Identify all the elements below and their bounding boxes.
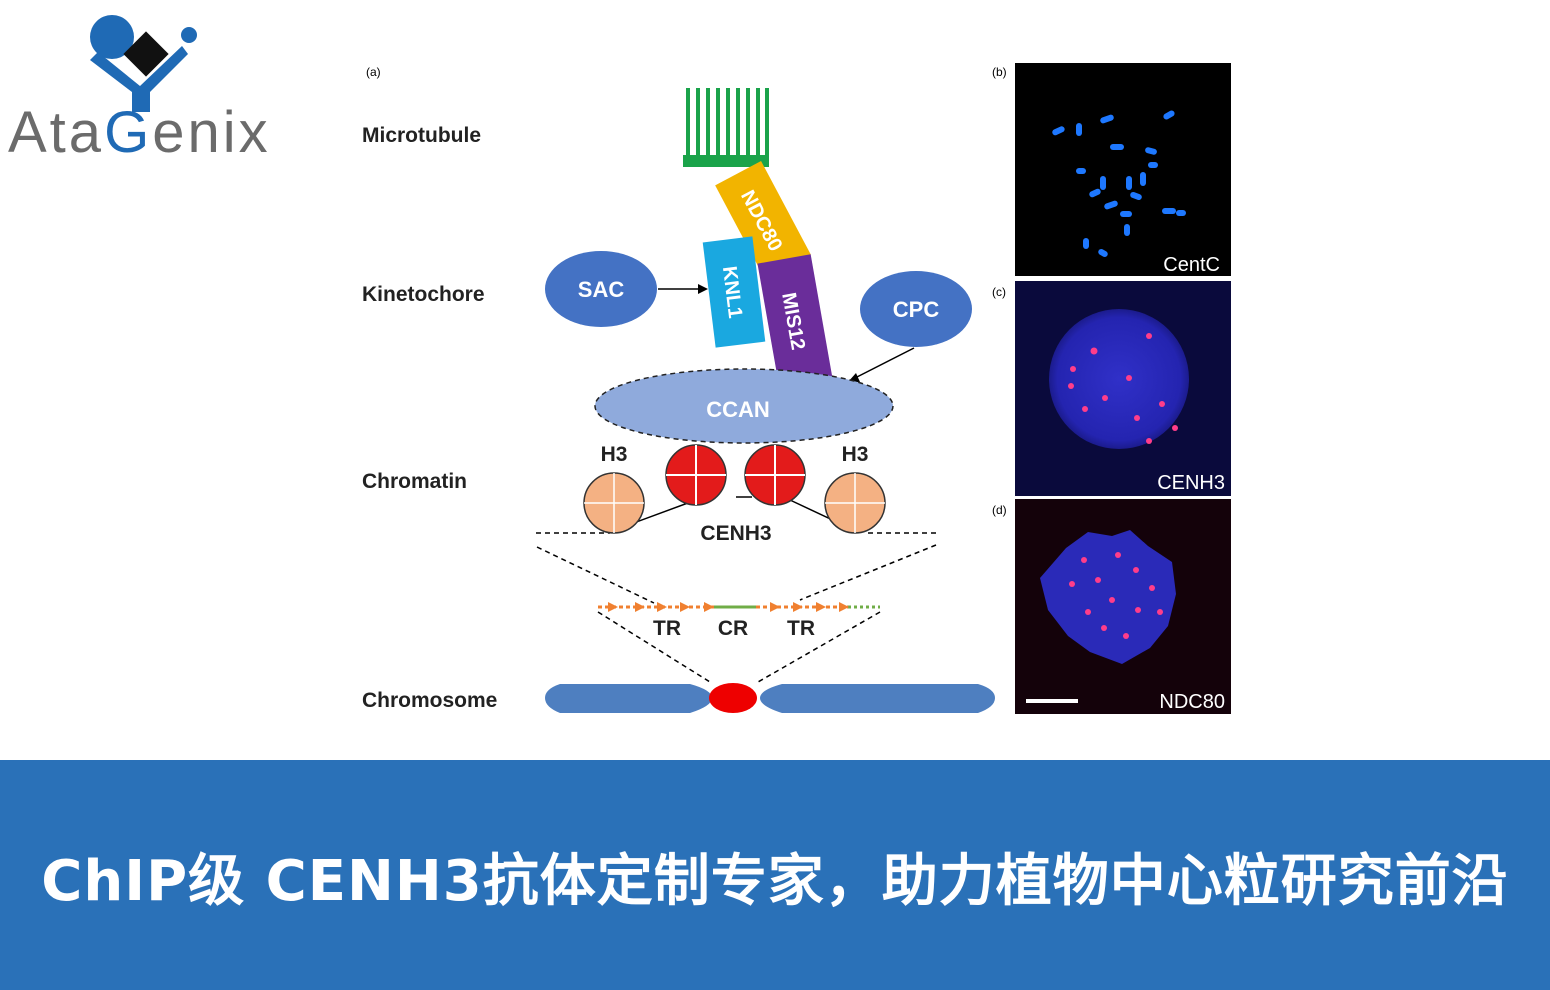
tr-label-right: TR bbox=[787, 617, 815, 640]
micrograph-centc: CentC bbox=[1015, 63, 1231, 276]
chromosome bbox=[545, 683, 995, 713]
ndc80-block: NDC80 bbox=[715, 160, 811, 280]
cenh3-label: CENH3 bbox=[700, 522, 771, 545]
kinetochore-diagram: (a) Microtubule Kinetochore Chromatin Ch… bbox=[362, 65, 995, 713]
zoom-lines-lower bbox=[597, 611, 881, 683]
logo-y-shape bbox=[90, 46, 188, 112]
knl1-block: KNL1 bbox=[702, 236, 766, 348]
microtubule-comb bbox=[683, 88, 769, 167]
zoom-lines-upper bbox=[536, 544, 937, 604]
centc-label: CentC bbox=[1163, 254, 1220, 276]
tr-label-left: TR bbox=[653, 617, 681, 640]
brand-wordmark: AtaGenix bbox=[8, 100, 271, 165]
panel-label-b: (b) bbox=[992, 65, 1007, 79]
logo-black-diamond bbox=[123, 31, 169, 77]
label-chromosome: Chromosome bbox=[362, 689, 497, 712]
h3-label-right: H3 bbox=[842, 443, 869, 466]
cpc-arrow bbox=[854, 347, 915, 379]
panel-label-c: (c) bbox=[992, 285, 1006, 299]
banner-headline: ChIP级 CENH3抗体定制专家，助力植物中心粒研究前沿 bbox=[41, 849, 1509, 914]
sac-label: SAC bbox=[578, 277, 625, 302]
h3-nucleosome-left bbox=[583, 472, 645, 534]
centromere bbox=[709, 683, 757, 713]
cenh3-micrograph-label: CENH3 bbox=[1157, 472, 1225, 494]
sequence-track bbox=[598, 602, 880, 612]
figure-scene: AtaGenix (a) Microtubule Kinetochore Chr… bbox=[8, 15, 1231, 714]
cpc-ellipse bbox=[860, 271, 972, 347]
micrograph-cenh3: CENH3 bbox=[1015, 281, 1231, 496]
h3-nucleosome-right bbox=[824, 472, 886, 534]
ccan-label: CCAN bbox=[706, 397, 770, 422]
panel-label-a: (a) bbox=[366, 65, 381, 79]
label-microtubule: Microtubule bbox=[362, 124, 481, 147]
mis12-block: MIS12 bbox=[757, 254, 833, 388]
h3-label-left: H3 bbox=[601, 443, 628, 466]
logo-small-dot bbox=[181, 27, 197, 43]
cenh3-nucleosome-right bbox=[744, 444, 806, 506]
label-chromatin: Chromatin bbox=[362, 470, 467, 493]
ndc80-micrograph-label: NDC80 bbox=[1159, 691, 1225, 713]
label-kinetochore: Kinetochore bbox=[362, 283, 485, 306]
atagenix-logo: AtaGenix bbox=[8, 15, 271, 165]
scale-bar bbox=[1026, 699, 1078, 703]
cpc-label: CPC bbox=[893, 297, 940, 322]
panel-label-d: (d) bbox=[992, 503, 1007, 517]
cr-label: CR bbox=[718, 617, 748, 640]
micrograph-ndc80: NDC80 bbox=[1015, 499, 1231, 714]
sac-arrowhead bbox=[698, 284, 708, 294]
cenh3-nucleosome-left bbox=[665, 444, 727, 506]
ccan-ellipse bbox=[594, 368, 894, 444]
sac-ellipse bbox=[545, 251, 657, 327]
micrograph-panels: (b) (c) (d) bbox=[992, 63, 1231, 714]
logo-blue-circle bbox=[90, 15, 134, 59]
bottom-banner bbox=[0, 760, 1550, 990]
